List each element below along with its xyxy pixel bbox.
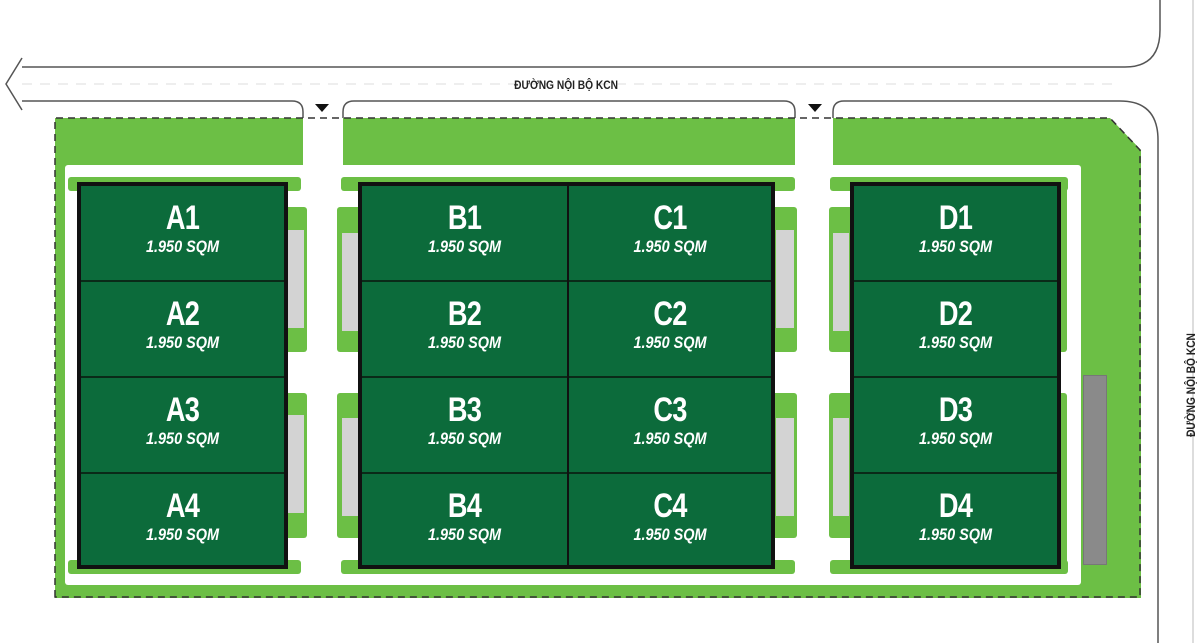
entrance-arrow-icon: [315, 104, 329, 112]
parking-bar: [1083, 375, 1107, 565]
loading-dock: [776, 418, 794, 516]
road-arrow-head-icon: [5, 57, 23, 111]
loading-dock: [288, 415, 304, 513]
loading-dock: [288, 230, 304, 328]
loading-dock: [776, 230, 794, 328]
loading-dock: [833, 233, 849, 331]
top-road-label: ĐƯỜNG NỘI BỘ KCN: [514, 78, 619, 92]
loading-dock: [342, 418, 358, 516]
entrance-arrow-icon: [808, 104, 822, 112]
top-road-outer-line: [22, 0, 1161, 68]
loading-dock: [833, 418, 849, 516]
loading-dock: [342, 233, 358, 331]
